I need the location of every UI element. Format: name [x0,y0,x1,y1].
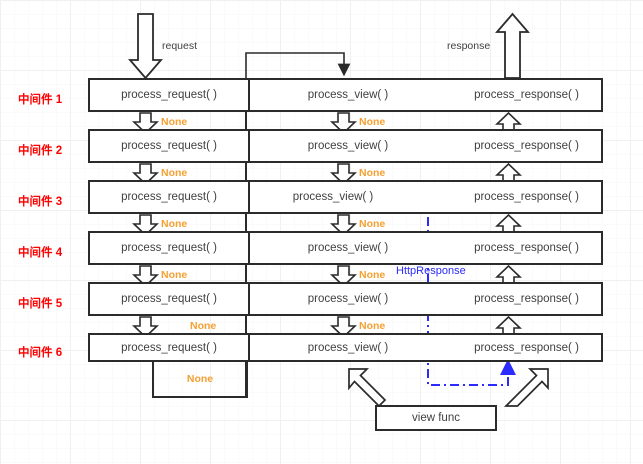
response-block-arrow [495,12,530,79]
process-response-cell-1[interactable]: process_response( ) [474,89,579,101]
process-response-cell-6[interactable]: process_response( ) [474,341,579,354]
process-response-cell-5[interactable]: process_response( ) [474,293,579,305]
none-label-left-3: None [161,218,188,230]
none-label-mid-4: None [359,269,386,281]
process-view-cell-2[interactable]: process_view( ) [307,140,389,152]
request-to-view-connector [245,52,351,78]
process-response-cell-2[interactable]: process_response( ) [474,140,579,152]
middleware-label-6: 中间件 6 [18,347,63,359]
process-request-cell-6[interactable]: process_request( ) [121,341,217,354]
process-view-cell-1[interactable]: process_view( ) [307,89,389,101]
row-divider-4 [248,233,250,263]
process-view-cell-5[interactable]: process_view( ) [307,293,389,305]
none-label-left-4: None [161,269,188,281]
to-view-func-arrow [348,368,387,408]
response-label: response [447,40,491,52]
request-block-arrow [128,13,163,80]
middleware-row-1: process_request( ) process_view( ) proce… [88,78,603,112]
process-view-cell-6[interactable]: process_view( ) [307,341,389,354]
view-func-label: view func [412,412,460,424]
none-label-bottom: None [186,373,214,385]
middleware-label-5: 中间件 5 [18,298,63,310]
row-divider-3 [248,182,250,212]
process-request-cell-2[interactable]: process_request( ) [121,140,217,152]
middleware-label-1: 中间件 1 [18,94,63,106]
request-label: request [162,40,198,52]
none-return-box: None [152,362,248,398]
view-func-box[interactable]: view func [375,405,497,431]
row-divider-5 [248,284,250,314]
middleware-row-4: process_request( ) process_view( ) proce… [88,231,603,265]
none-label-mid-2: None [359,167,386,179]
process-response-cell-3[interactable]: process_response( ) [474,191,579,203]
process-response-cell-4[interactable]: process_response( ) [474,242,579,254]
process-request-cell-4[interactable]: process_request( ) [121,242,217,254]
middleware-row-3: process_request( ) process_view( ) proce… [88,180,603,214]
middleware-row-6: process_request( ) process_view( ) proce… [88,333,603,362]
none-label-mid-3: None [359,218,386,230]
process-request-cell-3[interactable]: process_request( ) [121,191,217,203]
row-divider-2 [248,131,250,161]
from-view-func-arrow [503,368,549,407]
process-request-cell-1[interactable]: process_request( ) [121,89,217,101]
process-view-cell-4[interactable]: process_view( ) [307,242,389,254]
httpresponse-label: HttpResponse [396,265,466,277]
none-label-left-1: None [161,116,188,128]
none-label-left-5: None [190,320,217,332]
none-label-left-2: None [161,167,188,179]
middleware-row-2: process_request( ) process_view( ) proce… [88,129,603,163]
process-request-cell-5[interactable]: process_request( ) [121,293,217,305]
none-label-mid-5: None [359,320,386,332]
row-divider-1 [248,80,250,110]
row-divider-6 [248,335,250,360]
middleware-row-5: process_request( ) process_view( ) proce… [88,282,603,316]
process-view-cell-3[interactable]: process_view( ) [292,191,374,203]
none-label-mid-1: None [359,116,386,128]
middleware-label-2: 中间件 2 [18,145,63,157]
middleware-label-3: 中间件 3 [18,196,63,208]
middleware-label-4: 中间件 4 [18,247,63,259]
